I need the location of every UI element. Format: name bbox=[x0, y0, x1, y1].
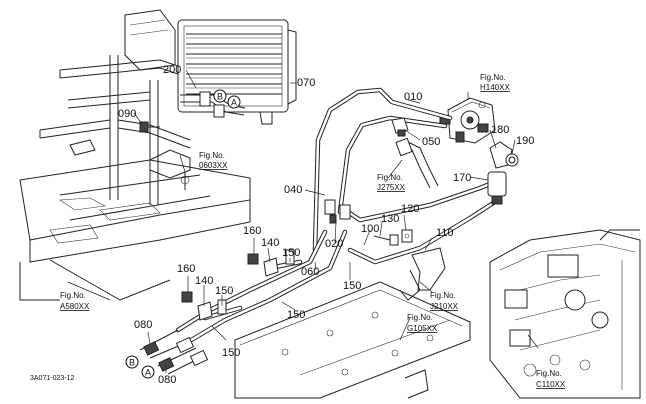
fig-ref-j210: Fig.No. J210XX bbox=[430, 291, 459, 311]
drawing-code: 3A071-023-12 bbox=[30, 375, 74, 382]
part-label-180: 180 bbox=[491, 124, 509, 136]
part-label-140-a: 140 bbox=[261, 237, 279, 249]
part-label-080-a: 080 bbox=[134, 319, 152, 331]
fig-ref-a580: Fig.No. A580XX bbox=[60, 291, 90, 311]
part-label-100: 100 bbox=[361, 223, 379, 235]
part-labels: 200 070 090 010 050 040 020 180 190 170 … bbox=[118, 64, 534, 386]
marker-b-bottom-label: B bbox=[129, 358, 135, 368]
part-label-190: 190 bbox=[516, 135, 534, 147]
fig-ref-0603: Fig.No. 0603XX bbox=[199, 151, 228, 170]
part-label-070: 070 bbox=[297, 77, 315, 89]
part-label-050: 050 bbox=[422, 136, 440, 148]
part-label-090: 090 bbox=[118, 108, 136, 120]
marker-b-top: B bbox=[213, 89, 227, 103]
hose-080-ends bbox=[139, 329, 209, 375]
fig-ref-0603-code: 0603XX bbox=[199, 161, 228, 170]
marker-a-bottom: A bbox=[141, 365, 155, 379]
marker-a-bottom-label: A bbox=[145, 368, 151, 378]
part-label-150-e: 150 bbox=[222, 347, 240, 359]
fig-ref-g105-prefix: Fig.No. bbox=[407, 313, 433, 322]
hydraulic-pipes bbox=[175, 87, 503, 345]
oil-cooler bbox=[177, 19, 297, 125]
fig-ref-a580-code: A580XX bbox=[60, 302, 90, 311]
part-label-140-b: 140 bbox=[195, 275, 213, 287]
fig-ref-j275: Fig.No. J275XX bbox=[377, 173, 406, 192]
part-label-150-b: 150 bbox=[282, 247, 300, 259]
fig-ref-g105-code: G105XX bbox=[407, 324, 438, 333]
fig-ref-a580-prefix: Fig.No. bbox=[60, 291, 86, 300]
part-label-110: 110 bbox=[436, 227, 454, 239]
part-label-020: 020 bbox=[325, 238, 343, 250]
part-label-080-b: 080 bbox=[158, 374, 176, 386]
fig-ref-j210-code: J210XX bbox=[430, 302, 459, 311]
part-label-010: 010 bbox=[404, 91, 422, 103]
marker-b-bottom: B bbox=[125, 355, 139, 369]
part-label-130: 130 bbox=[381, 213, 399, 225]
part-label-060: 060 bbox=[301, 266, 319, 278]
fig-ref-h140-prefix: Fig.No. bbox=[480, 73, 506, 82]
fig-ref-c110-prefix: Fig.No. bbox=[536, 369, 562, 378]
fig-ref-j210-prefix: Fig.No. bbox=[430, 291, 456, 300]
part-label-150-c: 150 bbox=[215, 285, 233, 297]
fig-ref-c110: Fig.No. C110XX bbox=[536, 369, 566, 389]
part-label-150-a: 150 bbox=[343, 280, 361, 292]
steering-unit bbox=[439, 97, 496, 144]
part-label-160-a: 160 bbox=[243, 225, 261, 237]
fig-ref-h140-code: H140XX bbox=[480, 83, 510, 92]
fig-ref-c110-code: C110XX bbox=[536, 380, 566, 389]
part-label-170: 170 bbox=[453, 172, 471, 184]
marker-a-top-label: A bbox=[231, 98, 237, 108]
part-label-150-d: 150 bbox=[287, 309, 305, 321]
fig-ref-h140: Fig.No. H140XX bbox=[480, 73, 510, 92]
leader-lines bbox=[67, 69, 539, 373]
part-label-160-b: 160 bbox=[177, 263, 195, 275]
marker-a-top: A bbox=[227, 95, 241, 109]
part-label-040: 040 bbox=[284, 184, 302, 196]
fig-ref-j275-prefix: Fig.No. bbox=[377, 173, 403, 182]
fig-ref-g105: Fig.No. G105XX bbox=[407, 313, 438, 333]
part-label-200: 200 bbox=[163, 64, 181, 76]
chassis-rail bbox=[234, 281, 471, 399]
part-label-120: 120 bbox=[401, 203, 419, 215]
transmission-housing bbox=[489, 229, 641, 399]
marker-b-top-label: B bbox=[217, 92, 223, 102]
fig-ref-j275-code: J275XX bbox=[377, 183, 406, 192]
fig-ref-0603-prefix: Fig.No. bbox=[199, 151, 225, 160]
fittings bbox=[139, 117, 519, 321]
